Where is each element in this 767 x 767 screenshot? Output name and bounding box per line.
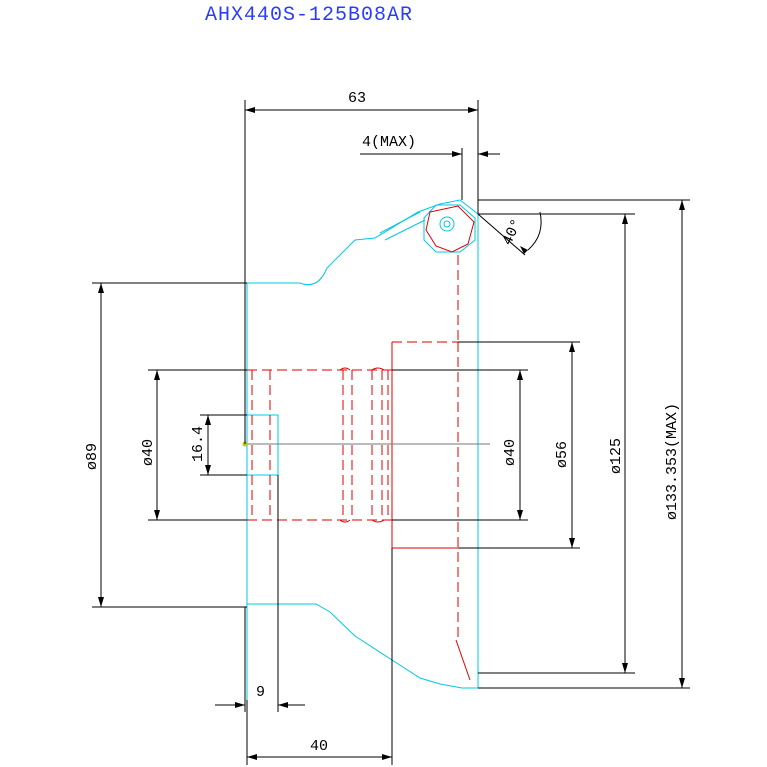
part-outline bbox=[246, 199, 479, 700]
drawing-title: AHX440S-125B08AR bbox=[205, 4, 413, 27]
dim-keyway: 16.4 bbox=[190, 426, 207, 462]
dim-overhang: 4(MAX) bbox=[362, 134, 416, 151]
dim-step: 9 bbox=[256, 684, 265, 701]
dim-width-total: 63 bbox=[348, 90, 366, 107]
dim-dia-bore-left: ø40 bbox=[140, 439, 157, 466]
dim-dia-shoulder: ø56 bbox=[554, 441, 571, 468]
dimension-lines bbox=[92, 100, 690, 765]
dim-dia-hub: ø89 bbox=[84, 443, 101, 470]
dim-dia-body: ø125 bbox=[608, 438, 625, 474]
dim-dia-bore-right: ø40 bbox=[502, 439, 519, 466]
dim-dia-max: ø133.353(MAX) bbox=[664, 403, 681, 520]
hidden-lines bbox=[247, 205, 475, 681]
dim-hub-length: 40 bbox=[310, 738, 328, 755]
arrowheads bbox=[98, 107, 685, 760]
dim-angle: 40° bbox=[499, 216, 526, 248]
